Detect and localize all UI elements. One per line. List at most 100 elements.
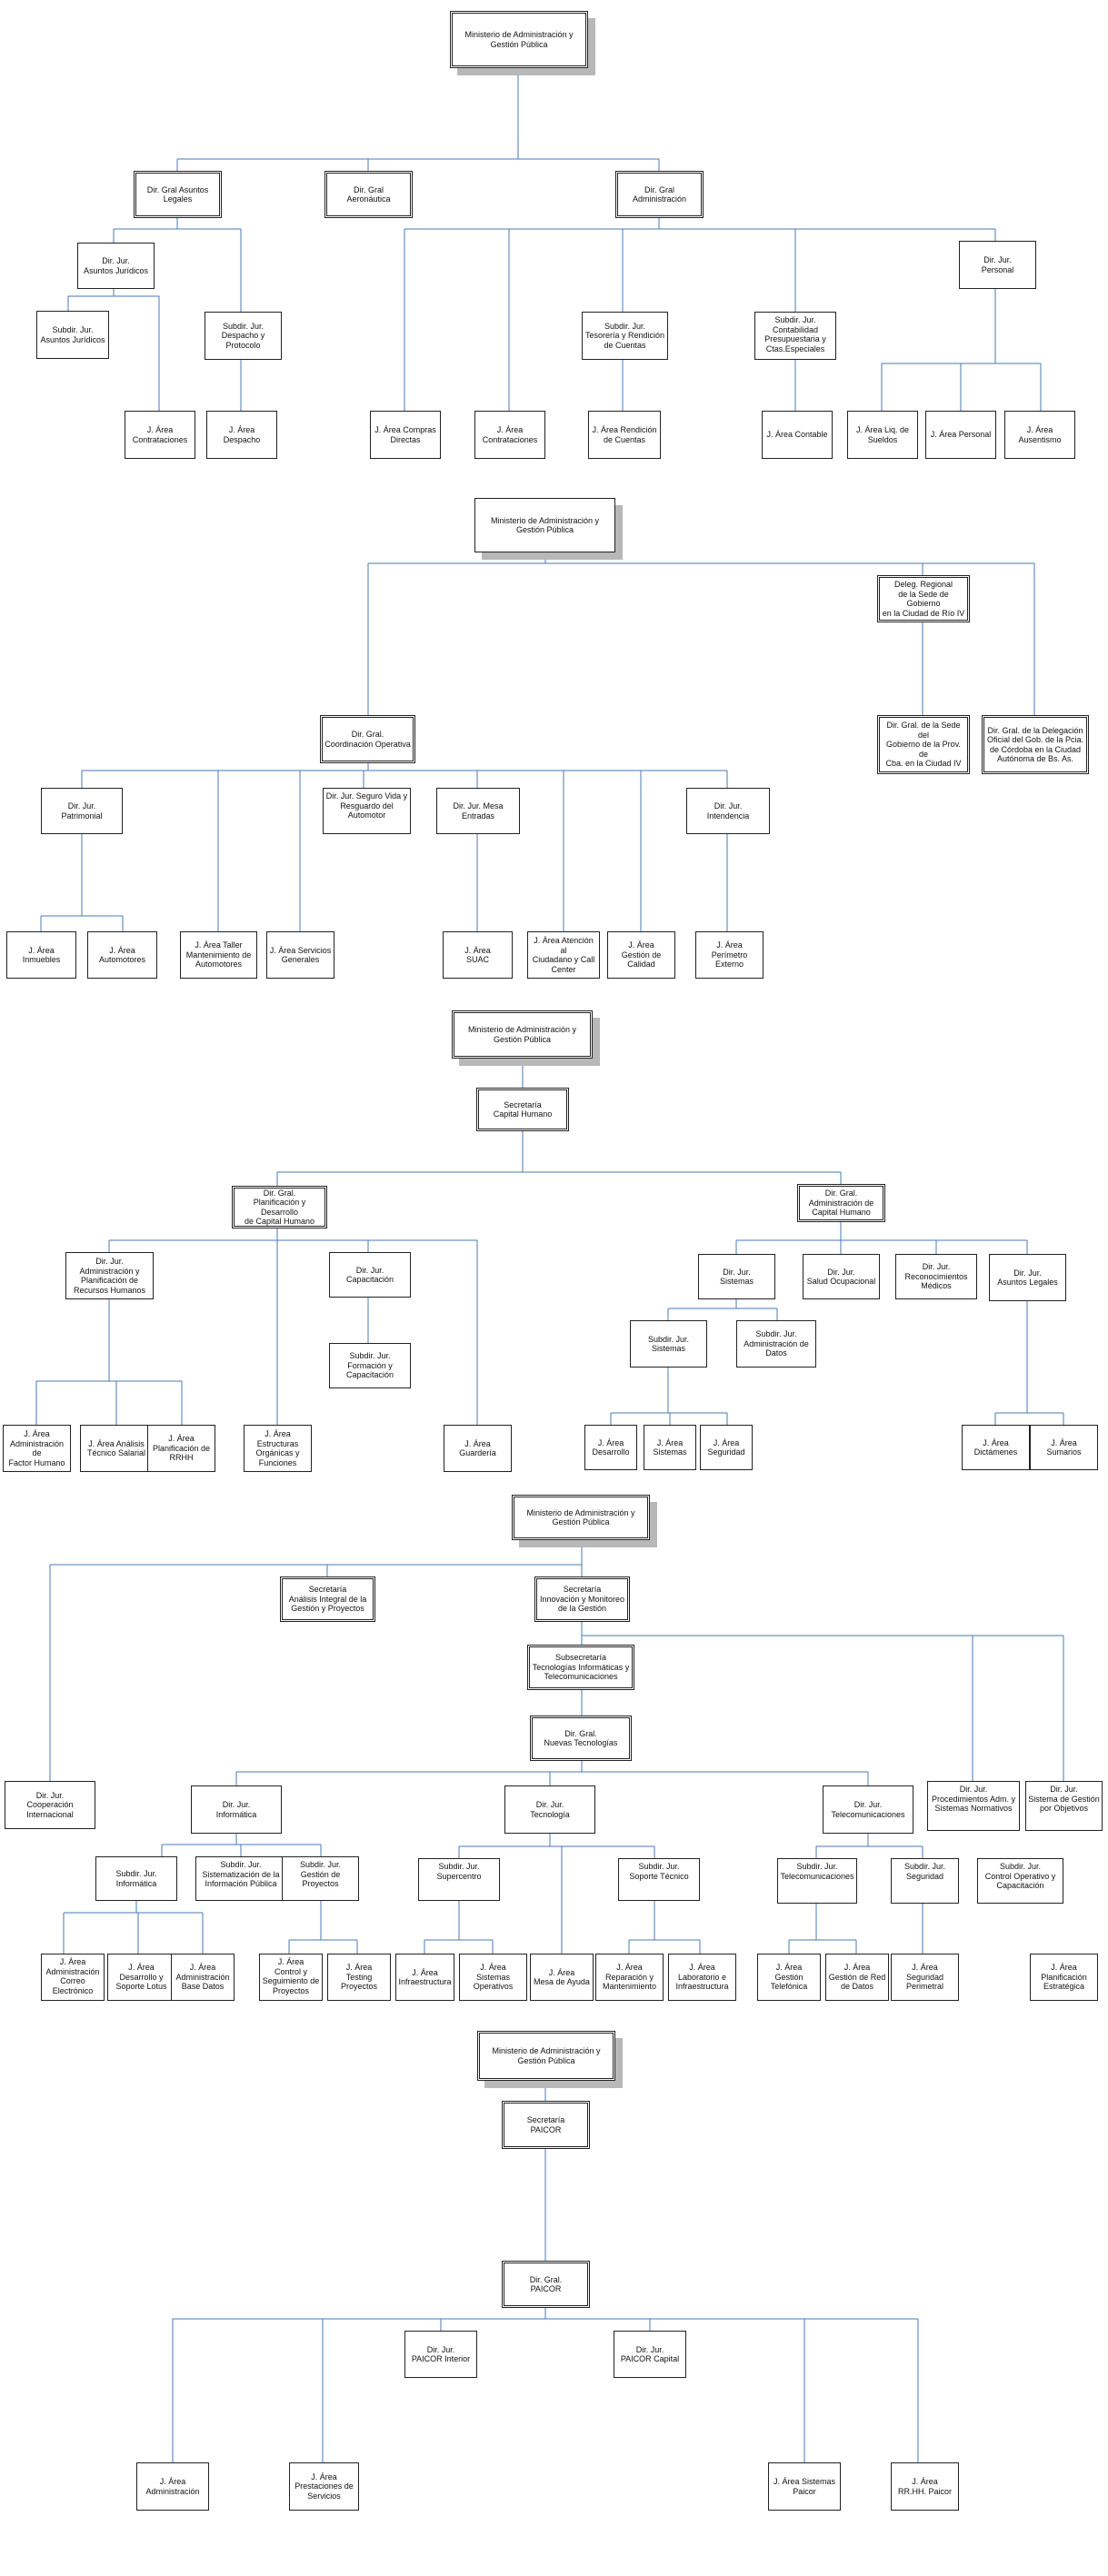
node-ja-rrhh-paicor: J. Área RR.HH. Paicor bbox=[891, 2462, 959, 2511]
node-ja-factor-humano: J. Área Administración de Factor Humano bbox=[3, 1425, 71, 1472]
node-subdir-contabilidad: Subdir. Jur. Contabilidad Presupuestaria… bbox=[754, 312, 836, 360]
node-dir-gral-aeronautica: Dir. Gral Aeronáutica bbox=[324, 171, 413, 218]
node-dir-gral-planificacion: Dir. Gral. Planificación y Desarrollo de… bbox=[232, 1186, 327, 1228]
node-dir-gral-asuntos-legales: Dir. Gral Asuntos Legales bbox=[134, 171, 222, 218]
node-dir-gral-nuevas-tecnologias: Dir. Gral. Nuevas Tecnologías bbox=[530, 1716, 632, 1761]
node-ja-despacho: J. Área Despacho bbox=[206, 411, 277, 459]
node-dir-jur-personal: Dir. Jur. Personal bbox=[959, 241, 1036, 289]
node-dir-jur-asuntos-legales: Dir. Jur. Asuntos Legales bbox=[989, 1254, 1066, 1301]
node-ja-taller-mantenimiento: J. Área Taller Mantenimiento de Automoto… bbox=[180, 931, 257, 979]
node-dir-gral-sede-cba: Dir. Gral. de la Sede del Gobierno de la… bbox=[877, 715, 970, 774]
node-subdir-administracion-datos: Subdir. Jur. Administración de Datos bbox=[736, 1320, 816, 1368]
node-ja-atencion-ciudadano: J. Área Atención al Ciudadano y Call Cen… bbox=[527, 931, 600, 979]
node-ja-correo-electronico: J. Área Administración Correo Electrónic… bbox=[41, 1954, 105, 2001]
node-dir-jur-patrimonial: Dir. Jur. Patrimonial bbox=[41, 788, 123, 834]
node-subdir-supercentro: Subdir. Jur. Supercentro bbox=[418, 1858, 500, 1901]
node-subdir-soporte-tecnico: Subdir. Jur. Soporte Técnico bbox=[618, 1858, 700, 1901]
node-subdir-control-operativo: Subdir. Jur. Control Operativo y Capacit… bbox=[977, 1858, 1063, 1904]
node-secretaria-capital-humano: Secretaría Capital Humano bbox=[476, 1088, 569, 1131]
node-secretaria-analisis-integral: Secretaría Análisis Integral de la Gesti… bbox=[280, 1576, 375, 1622]
node-dir-gral-delegacion-bsas: Dir. Gral. de la Delegación Oficial del … bbox=[982, 715, 1089, 774]
node-subdir-formacion: Subdir. Jur. Formación y Capacitación bbox=[329, 1343, 411, 1388]
node-ja-compras-directas: J. Área Compras Directas bbox=[370, 411, 441, 459]
node-secretaria-innovacion: Secretaría Innovación y Monitoreo de la … bbox=[534, 1576, 630, 1622]
node-ja-control-seguimiento: J. Área Control y Seguimiento de Proyect… bbox=[259, 1954, 323, 2001]
node-ministerio-5: Ministerio de Administración y Gestión P… bbox=[477, 2031, 615, 2081]
node-deleg-regional: Deleg. Regional de la Sede de Gobierno e… bbox=[877, 575, 970, 622]
node-ja-contrataciones-1: J. Área Contrataciones bbox=[125, 411, 195, 459]
node-ja-sumarios: J. Área Sumarios bbox=[1030, 1425, 1098, 1470]
node-subdir-tesoreria: Subdir. Jur. Tesorería y Rendición de Cu… bbox=[582, 312, 668, 360]
node-dir-gral-administracion: Dir. Gral Administración bbox=[615, 171, 704, 218]
node-ja-infraestructura: J. Área Infraestructura bbox=[395, 1954, 454, 2001]
node-dir-jur-capacitacion: Dir. Jur. Capacitación bbox=[329, 1252, 411, 1298]
node-ja-rendicion-cuentas: J. Área Rendición de Cuentas bbox=[588, 411, 661, 459]
node-dir-jur-reconocimientos: Dir. Jur. Reconocimientos Médicos bbox=[895, 1254, 977, 1299]
node-subdir-telecomunicaciones: Subdir. Jur. Telecomunicaciones bbox=[777, 1858, 857, 1904]
node-dir-jur-paicor-capital: Dir. Jur. PAICOR Capital bbox=[614, 2331, 686, 2378]
node-ja-laboratorio-infraestructura: J. Área Laboratorio e Infraestructura bbox=[668, 1954, 736, 2001]
node-ja-base-datos: J. Área Administración Base Datos bbox=[171, 1954, 235, 2001]
node-ja-soporte-lotus: J. Área Desarrollo y Soporte Lotus bbox=[107, 1954, 175, 2001]
node-dir-jur-admin-planificacion: Dir. Jur. Administración y Planificación… bbox=[65, 1252, 154, 1299]
node-ja-contrataciones-2: J. Área Contrataciones bbox=[474, 411, 545, 459]
node-ja-administracion-paicor: J. Área Administración bbox=[136, 2462, 209, 2511]
node-ja-planificacion-rrhh: J. Área Planificación de RRHH bbox=[147, 1425, 215, 1472]
node-subdir-sistematizacion: Subdir. Jur. Sistematización de la Infor… bbox=[195, 1856, 286, 1901]
node-ja-desarrollo: J. Área Desarrollo bbox=[584, 1425, 637, 1470]
node-ja-guarderia: J. Área Guardería bbox=[444, 1425, 512, 1472]
node-subdir-informatica: Subdir. Jur. Informática bbox=[95, 1856, 177, 1901]
node-ja-prestaciones-servicios: J. Área Prestaciones de Servicios bbox=[289, 2462, 359, 2511]
node-subdir-seguridad: Subdir. Jur. Seguridad bbox=[891, 1858, 959, 1904]
node-ja-red-datos: J. Área Gestión de Red de Datos bbox=[825, 1954, 889, 2001]
node-ministerio-4: Ministerio de Administración y Gestión P… bbox=[512, 1495, 650, 1540]
node-ja-planificacion-estrategica: J. Área Planificación Estratégica bbox=[1030, 1954, 1098, 2001]
node-dir-jur-procedimientos: Dir. Jur. Procedimientos Adm. y Sistemas… bbox=[927, 1781, 1020, 1831]
node-subdir-gestion-proyectos: Subdir. Jur. Gestión de Proyectos bbox=[282, 1856, 359, 1901]
node-ja-ausentismo: J. Área Ausentismo bbox=[1004, 411, 1075, 459]
node-dir-jur-seguro-vida: Dir. Jur. Seguro Vida y Resguardo del Au… bbox=[323, 788, 411, 834]
node-subsecretaria-tecnologias: Subsecretaría Tecnologías Informáticas y… bbox=[527, 1645, 634, 1690]
node-ja-gestion-calidad: J. Área Gestión de Calidad bbox=[607, 931, 675, 979]
node-ja-seguridad: J. Área Seguridad bbox=[700, 1425, 753, 1470]
node-dir-jur-telecomunicaciones: Dir. Jur. Telecomunicaciones bbox=[823, 1785, 913, 1834]
node-ja-testing-proyectos: J. Área Testing Proyectos bbox=[327, 1954, 391, 2001]
node-ja-servicios-generales: J. Área Servicios Generales bbox=[266, 931, 334, 979]
node-ja-reparacion-mantenimiento: J. Área Reparación y Mantenimiento bbox=[595, 1954, 664, 2001]
node-ja-tecnico-salarial: J. Área Análisis Técnico Salarial bbox=[80, 1425, 153, 1472]
node-secretaria-paicor: Secretaría PAICOR bbox=[502, 2101, 590, 2149]
node-ja-suac: J. Área SUAC bbox=[443, 931, 513, 979]
node-ja-sistemas-paicor: J. Área Sistemas Paicor bbox=[768, 2462, 841, 2511]
node-dir-jur-cooperacion: Dir. Jur. Cooperación Internacional bbox=[5, 1781, 95, 1829]
node-ja-seguridad-perimetral: J. Área Seguridad Perimetral bbox=[891, 1954, 959, 2001]
node-ja-sistemas: J. Área Sistemas bbox=[644, 1425, 696, 1470]
connector bbox=[67, 289, 115, 311]
node-ja-mesa-ayuda: J. Área Mesa de Ayuda bbox=[530, 1954, 594, 2001]
node-dir-jur-informatica: Dir. Jur. Informática bbox=[191, 1785, 282, 1834]
node-ja-inmuebles: J. Área Inmuebles bbox=[6, 931, 76, 979]
node-dir-jur-salud-ocupacional: Dir. Jur. Salud Ocupacional bbox=[803, 1254, 880, 1299]
node-subdir-despacho-protocolo: Subdir. Jur. Despacho y Protocolo bbox=[205, 312, 282, 360]
connector bbox=[114, 295, 160, 411]
node-dir-jur-intendencia: Dir. Jur. Intendencia bbox=[686, 788, 770, 834]
node-ja-perimetro-externo: J. Área Perímetro Externo bbox=[695, 931, 764, 979]
node-dir-jur-mesa-entradas: Dir. Jur. Mesa Entradas bbox=[436, 788, 520, 834]
node-dir-jur-gestion-objetivos: Dir. Jur. Sistema de Gestión por Objetiv… bbox=[1025, 1781, 1103, 1831]
node-ja-automotores: J. Área Automotores bbox=[87, 931, 157, 979]
node-dir-jur-paicor-interior: Dir. Jur. PAICOR Interior bbox=[404, 2331, 477, 2378]
node-ministerio: Ministerio de Administración y Gestión P… bbox=[450, 11, 588, 68]
node-ja-liq-sueldos: J. Área Liq. de Sueldos bbox=[847, 411, 918, 459]
node-dir-jur-sistemas: Dir. Jur. Sistemas bbox=[698, 1254, 775, 1299]
node-dir-gral-administracion-ch: Dir. Gral. Administración de Capital Hum… bbox=[797, 1184, 885, 1222]
node-subdir-sistemas: Subdir. Jur. Sistemas bbox=[630, 1320, 707, 1368]
node-ja-sistemas-operativos: J. Área Sistemas Operativos bbox=[459, 1954, 527, 2001]
node-ja-gestion-telefonica: J. Área Gestión Telefónica bbox=[757, 1954, 821, 2001]
node-ministerio-3: Ministerio de Administración y Gestión P… bbox=[452, 1010, 593, 1059]
node-ja-dictamenes: J. Área Dictámenes bbox=[962, 1425, 1030, 1470]
node-dir-jur-asuntos-juridicos: Dir. Jur. Asuntos Jurídicos bbox=[77, 243, 155, 289]
node-ja-contable: J. Área Contable bbox=[762, 411, 833, 459]
node-ja-personal: J. Área Personal bbox=[925, 411, 996, 459]
node-dir-gral-coordinacion: Dir. Gral. Coordinación Operativa bbox=[320, 715, 415, 763]
